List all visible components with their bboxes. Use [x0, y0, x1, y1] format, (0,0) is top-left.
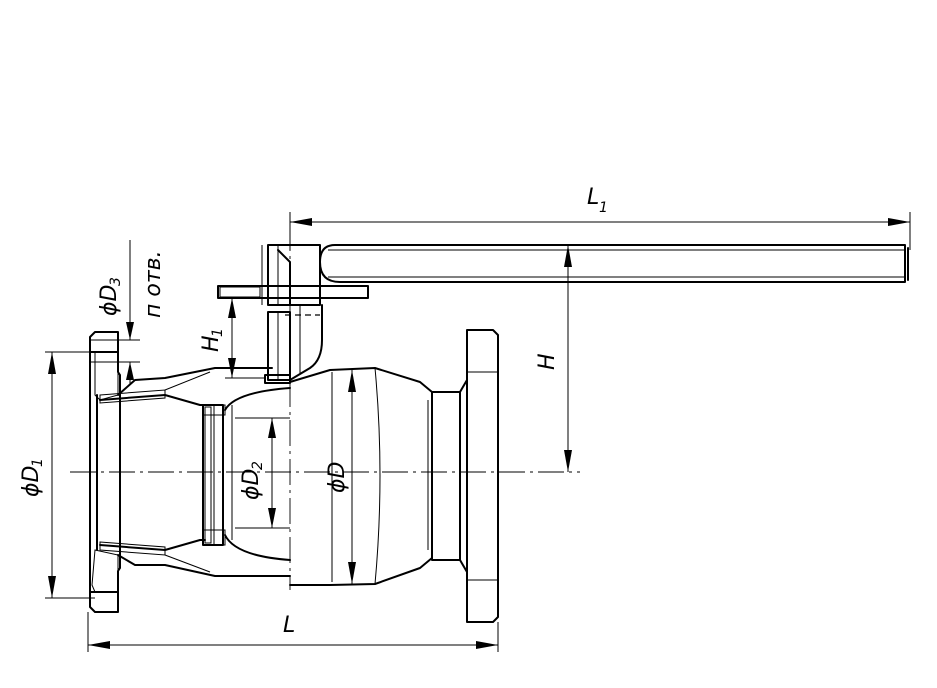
label-D1-sub: 1 — [30, 458, 46, 467]
label-L1-sub: 1 — [599, 200, 608, 216]
dimension-D1: ϕD 1 — [19, 351, 95, 599]
dimension-L: L — [87, 612, 499, 652]
label-D1: ϕD — [19, 466, 44, 497]
dimension-D: ϕD — [325, 370, 356, 584]
label-H1-sub: 1 — [210, 328, 226, 337]
handle-lever[interactable] — [217, 244, 909, 306]
stem-housing — [264, 304, 323, 384]
ball-left-contour — [224, 387, 291, 411]
valve-body — [289, 329, 499, 623]
label-L: L — [283, 613, 295, 638]
label-D3-sub: 3 — [108, 277, 124, 286]
label-D2: ϕD — [239, 469, 264, 500]
label-D2-sub: 2 — [250, 461, 266, 470]
label-holes: п отв. — [141, 250, 166, 318]
dimension-D3: ϕD 3 п отв. — [97, 240, 166, 385]
dimension-H1: H 1 — [199, 298, 265, 379]
label-D3: ϕD — [97, 285, 122, 316]
label-H1: H — [199, 335, 224, 352]
dimension-D2: ϕD 2 — [235, 417, 290, 529]
dimension-H: H — [535, 244, 580, 472]
label-D: ϕD — [325, 462, 350, 493]
ball-left-contour-bottom — [224, 534, 291, 561]
dimension-L1: L 1 — [289, 185, 911, 250]
label-H: H — [535, 353, 560, 370]
seat-ring — [202, 404, 226, 546]
label-L1: L — [587, 185, 599, 210]
